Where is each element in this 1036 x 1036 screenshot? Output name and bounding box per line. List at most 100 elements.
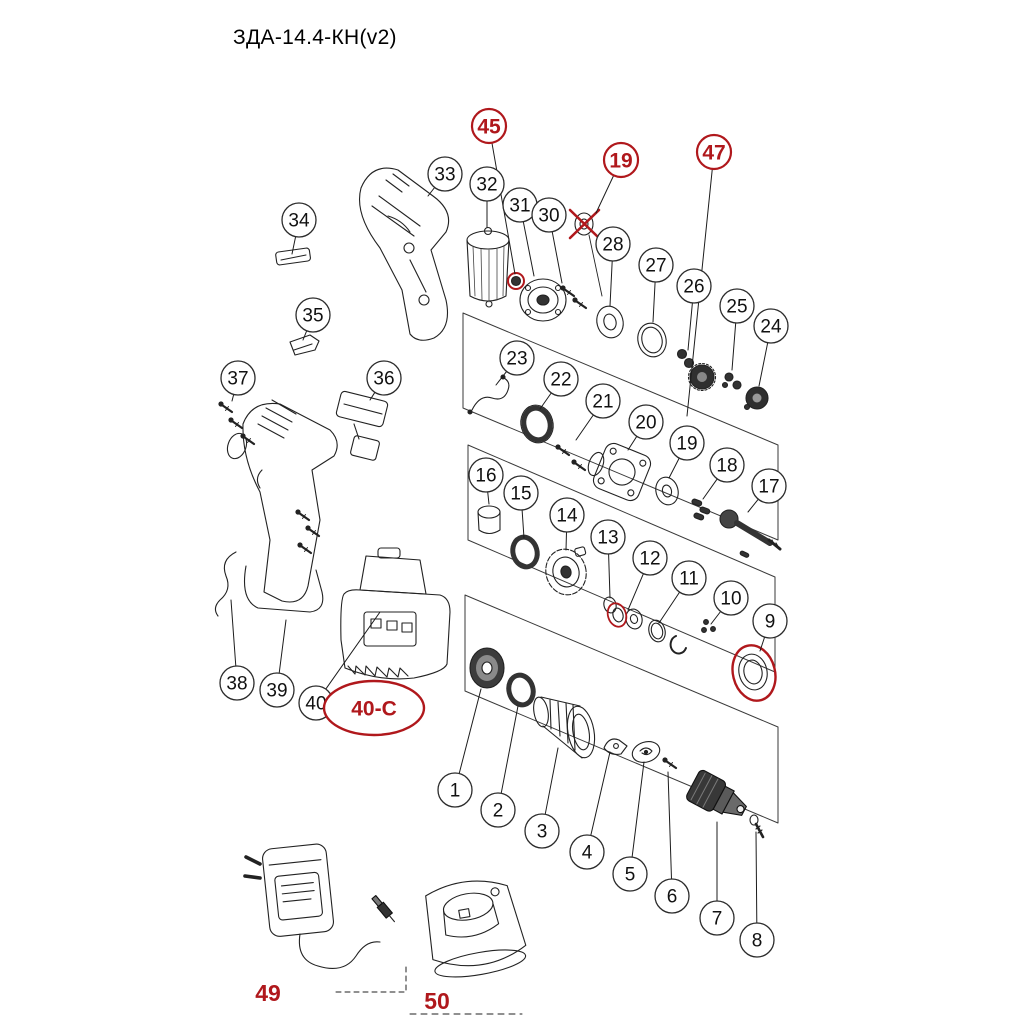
callout-4: 4 <box>569 751 611 870</box>
screws-30-drawing <box>559 284 588 310</box>
svg-text:28: 28 <box>602 235 623 256</box>
callout-20: 20 <box>627 404 664 451</box>
callout-1: 1 <box>437 688 482 808</box>
pinion-45-drawing <box>510 275 522 287</box>
washers-13-drawing <box>603 596 624 623</box>
callout-28: 28 <box>595 226 631 307</box>
svg-text:45: 45 <box>477 115 501 138</box>
svg-text:23: 23 <box>506 349 527 370</box>
red-label-50: 50 <box>424 988 450 1014</box>
svg-text:22: 22 <box>550 370 571 391</box>
svg-text:6: 6 <box>667 887 678 908</box>
callout-17: 17 <box>747 468 787 513</box>
assembly-panel-top <box>462 312 779 541</box>
gears-26-drawing <box>676 348 717 392</box>
svg-text:11: 11 <box>679 569 699 590</box>
callout-26: 26 <box>676 268 712 351</box>
callout-11: 11 <box>658 560 707 624</box>
callout-33: 33 <box>427 156 463 197</box>
callout-3: 3 <box>524 747 560 849</box>
svg-text:4: 4 <box>582 843 593 864</box>
svg-text:25: 25 <box>726 297 747 318</box>
svg-text:2: 2 <box>493 801 504 822</box>
washer-19-drawing <box>655 476 679 506</box>
svg-text:36: 36 <box>373 369 394 390</box>
svg-text:1: 1 <box>450 781 461 802</box>
battery-pack-drawing <box>340 547 451 680</box>
svg-text:30: 30 <box>538 206 559 227</box>
charger-adapter-drawing <box>243 843 407 993</box>
svg-text:40-C: 40-C <box>351 697 397 720</box>
svg-text:35: 35 <box>302 306 323 327</box>
cap-16-drawing <box>477 505 501 535</box>
ring-22-drawing <box>520 404 554 444</box>
svg-text:20: 20 <box>635 413 656 434</box>
callout-24: 24 <box>753 308 789 387</box>
washer-9-drawing <box>738 653 768 691</box>
svg-text:19: 19 <box>609 149 632 172</box>
callout-12: 12 <box>627 540 668 611</box>
callout-15: 15 <box>503 475 539 539</box>
svg-text:7: 7 <box>712 909 723 930</box>
svg-text:8: 8 <box>752 931 763 952</box>
svg-text:39: 39 <box>266 681 287 702</box>
ring-27-drawing <box>637 322 667 358</box>
svg-text:10: 10 <box>720 589 741 610</box>
callout-30: 30 <box>531 197 567 284</box>
callout-6: 6 <box>654 771 690 914</box>
callout-35: 35 <box>295 297 331 341</box>
svg-text:40: 40 <box>305 694 326 715</box>
callout-36: 36 <box>366 360 402 401</box>
diagram-title: ЗДА-14.4-КН(v2) <box>233 26 397 49</box>
callout-16: 16 <box>468 457 504 505</box>
svg-text:34: 34 <box>288 211 310 232</box>
ring-2-drawing <box>506 672 536 708</box>
callout-25: 25 <box>719 288 755 371</box>
drill-body-drawing <box>214 399 338 617</box>
svg-text:38: 38 <box>226 674 247 695</box>
pins-18-drawing <box>691 498 711 521</box>
pins-25-drawing <box>721 372 742 390</box>
housing-half-drawing <box>358 167 450 341</box>
svg-text:24: 24 <box>760 317 782 338</box>
svg-text:5: 5 <box>625 865 636 886</box>
washer-28-drawing <box>596 305 624 339</box>
svg-text:16: 16 <box>475 466 496 487</box>
field-wire-drawing <box>467 374 510 415</box>
callout-34: 34 <box>281 202 317 255</box>
callout-10: 10 <box>710 580 749 625</box>
battery-button-drawing <box>275 247 311 266</box>
callout-19: 19 <box>668 425 705 479</box>
assembly-panel-bottom <box>464 594 779 824</box>
callout-38: 38 <box>219 599 255 701</box>
gearbox-drawing <box>587 442 652 502</box>
red-circle-part-9 <box>731 644 777 702</box>
callout-14: 14 <box>549 497 585 551</box>
screw-set-37-drawing <box>217 400 256 446</box>
callout-18: 18 <box>702 447 745 500</box>
svg-text:12: 12 <box>639 549 660 570</box>
callout-32: 32 <box>469 166 505 228</box>
svg-text:32: 32 <box>476 175 497 196</box>
svg-text:47: 47 <box>702 141 725 164</box>
callout-37: 37 <box>220 360 256 402</box>
svg-text:31: 31 <box>509 196 530 217</box>
callout-7: 7 <box>699 821 735 936</box>
trigger-switch-drawing <box>335 390 389 461</box>
callout-19-red: 19 <box>595 141 640 214</box>
callout-13: 13 <box>590 519 626 599</box>
svg-text:18: 18 <box>716 456 737 477</box>
motor-drawing <box>466 226 510 308</box>
clutch-hub-drawing <box>545 546 587 596</box>
lever-4-drawing <box>603 738 628 755</box>
callout-5: 5 <box>612 761 648 892</box>
callout-22: 22 <box>539 361 579 410</box>
wires-38-drawing <box>214 551 237 617</box>
gear-24-drawing <box>743 386 769 411</box>
ring-11-drawing <box>648 619 666 643</box>
gear-plate-drawing <box>519 278 567 322</box>
crossed-washer-drawing <box>574 212 603 297</box>
callout-40-C: 40-C <box>322 679 426 737</box>
svg-text:21: 21 <box>592 392 613 413</box>
